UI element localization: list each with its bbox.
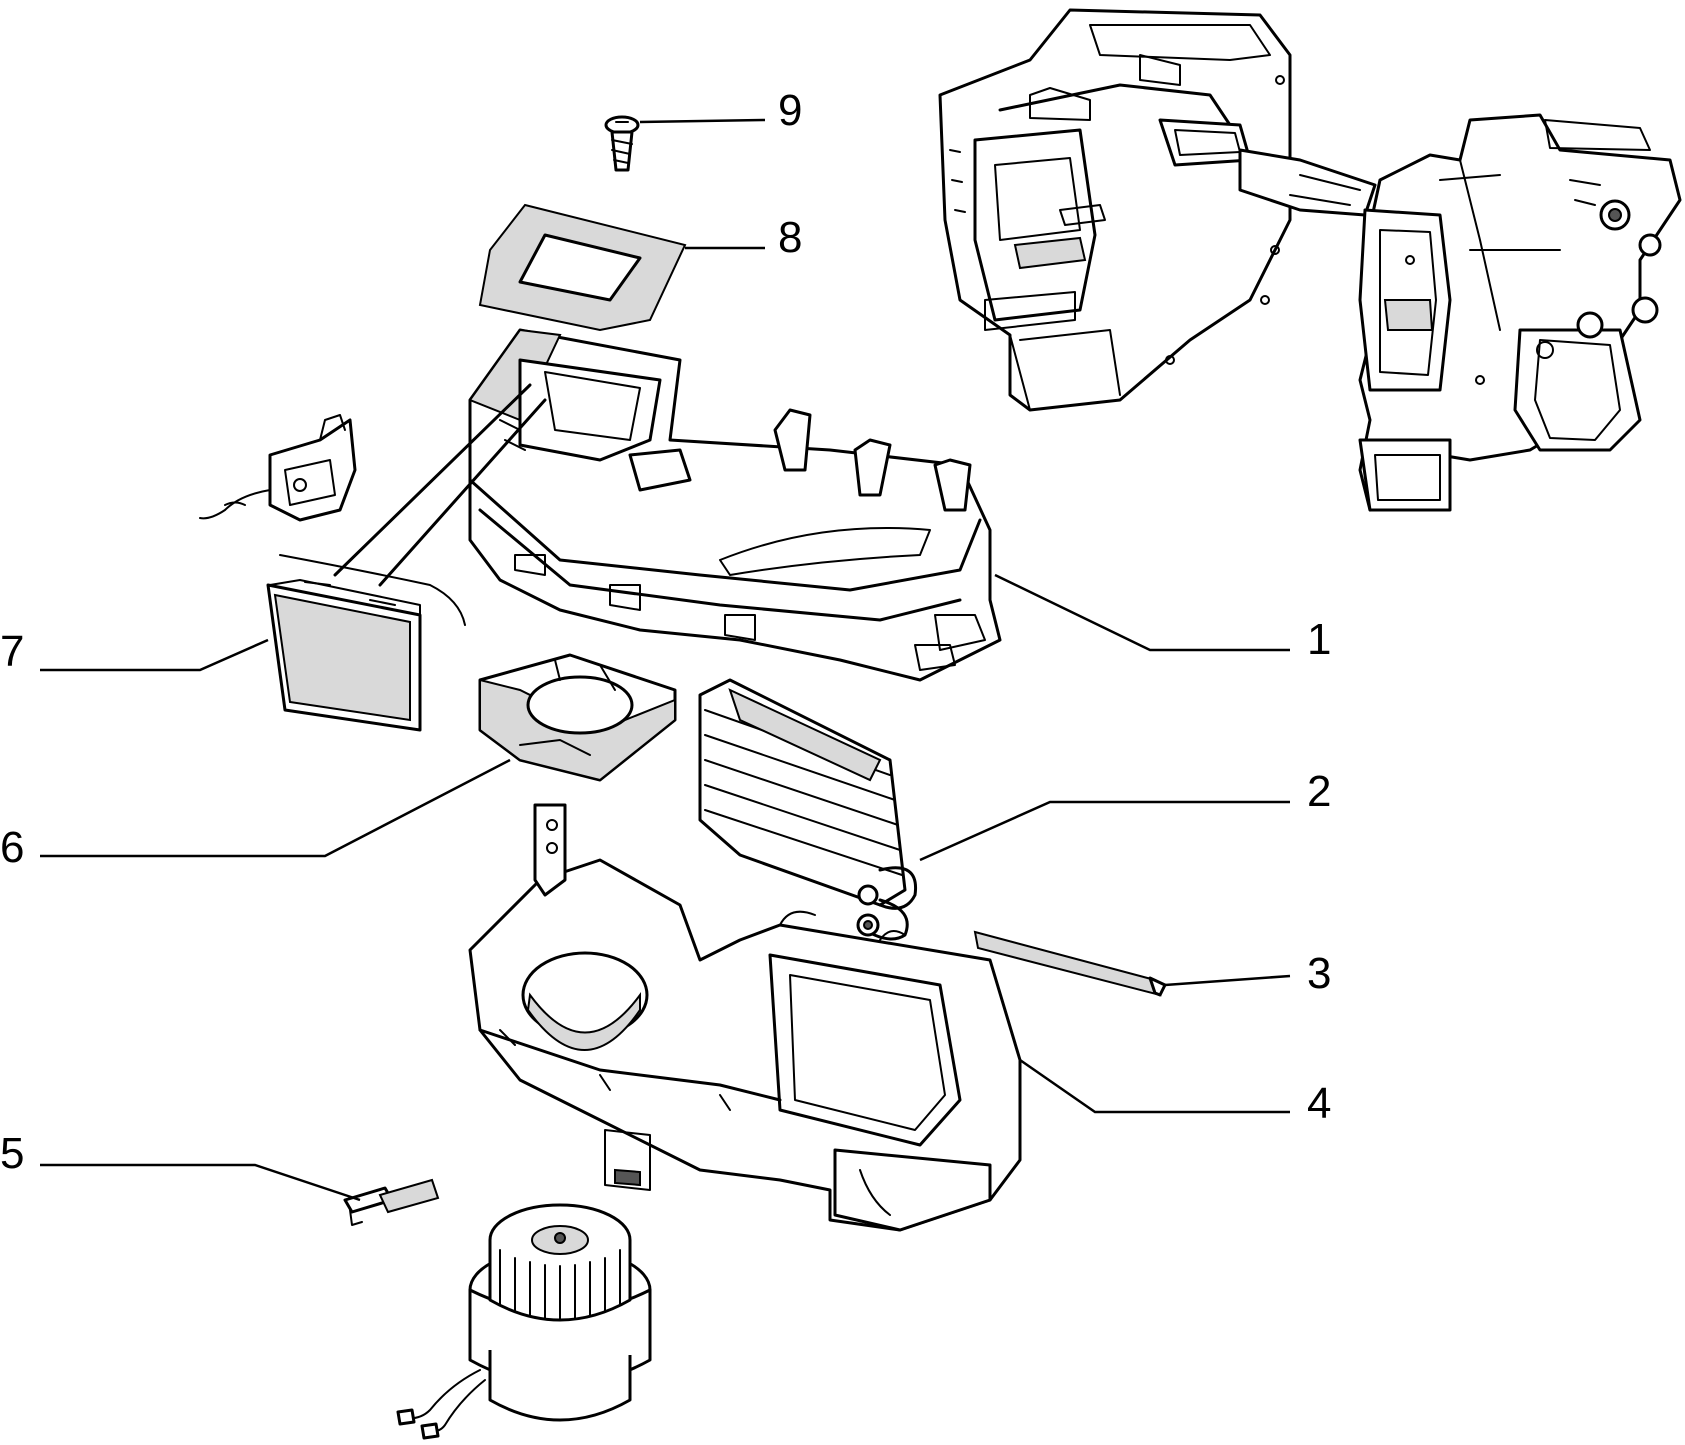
callout-5: 5	[0, 1129, 24, 1178]
callout-6: 6	[0, 823, 24, 872]
callout-4: 4	[1307, 1079, 1331, 1128]
part-9-screw	[604, 115, 640, 172]
callout-3: 3	[1307, 949, 1331, 998]
callout-2: 2	[1307, 767, 1331, 816]
callout-1: 1	[1307, 615, 1331, 664]
flap-actuator	[199, 414, 357, 522]
part-5-resistor	[343, 1178, 440, 1226]
part-8-gasket	[478, 203, 687, 332]
callout-8: 8	[778, 213, 802, 262]
blower-motor-fan	[396, 1203, 652, 1440]
callout-7: 7	[0, 627, 24, 676]
callout-labels: 1 2 3 4 5 6 7 8 9	[0, 86, 1331, 1178]
part-3-seal-strip	[973, 930, 1167, 997]
part-6-intake-ring	[478, 653, 677, 782]
callout-9: 9	[778, 86, 802, 135]
part-2-evaporator	[698, 678, 918, 941]
part-1-upper-housing	[468, 328, 1002, 682]
part-7-filter	[266, 383, 547, 732]
leader-lines	[40, 118, 1291, 1202]
distributor-housing-assembly	[938, 8, 1682, 512]
part-4-lower-housing	[468, 803, 1022, 1232]
